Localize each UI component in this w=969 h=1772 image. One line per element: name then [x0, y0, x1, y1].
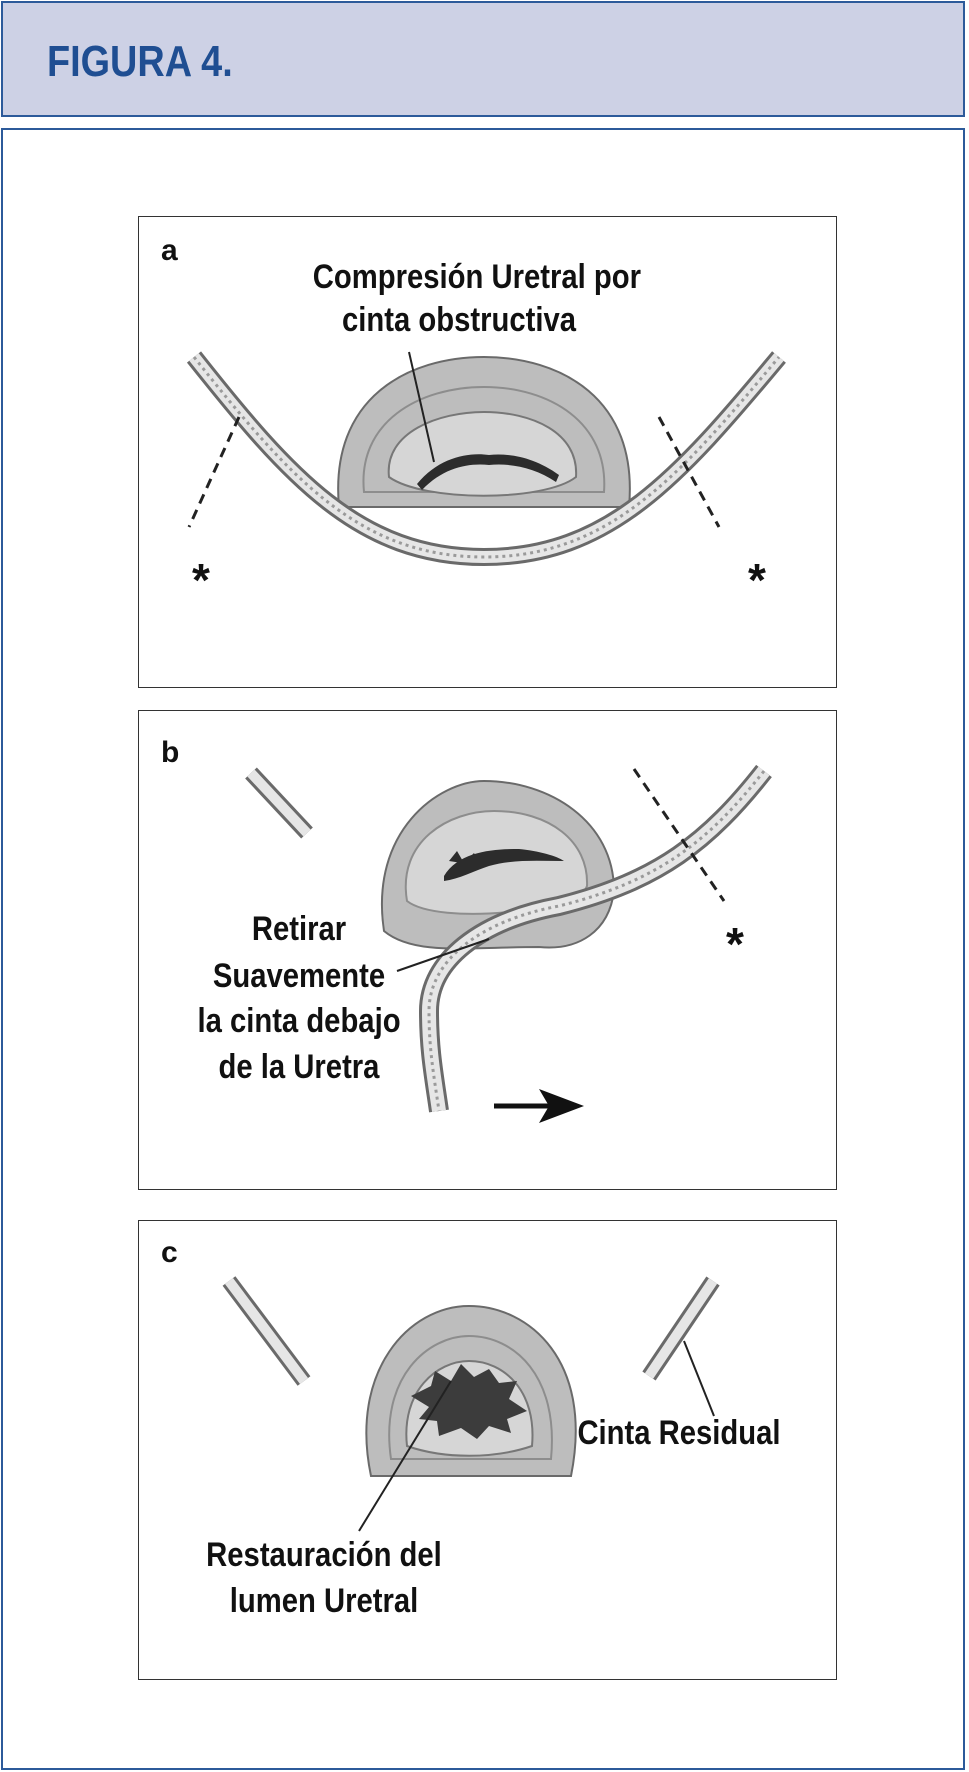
asterisk-marker: * [726, 918, 744, 970]
panel-label: a [161, 234, 178, 267]
caption-pointer [358, 1380, 452, 1532]
caption-line: la cinta debajo [197, 1002, 401, 1040]
panel-c-diagram [222, 1276, 720, 1532]
panel-label: c [161, 1236, 178, 1269]
caption-line: Suavemente [212, 957, 386, 995]
panel-a-diagram [186, 351, 786, 567]
caption-line: Compresión Uretral por [312, 258, 641, 296]
tape-stub-right [642, 1276, 720, 1381]
panel-c: c Cinta Residual Restauración del lumen … [138, 1220, 837, 1680]
cut-line-left [187, 416, 241, 528]
tape-stub-left [222, 1276, 311, 1386]
caption-line: lumen Uretral [229, 1582, 419, 1620]
urethra-cross-section [337, 355, 631, 508]
cut-line-right [632, 768, 726, 902]
restored-lumen [411, 1364, 527, 1439]
caption-pointer [396, 938, 490, 972]
residual-label: Cinta Residual [577, 1414, 781, 1452]
caption-line: de la Uretra [218, 1048, 380, 1086]
figure-title: FIGURA 4. [47, 37, 233, 86]
figure-header: FIGURA 4. [1, 1, 965, 117]
compressed-lumen [417, 454, 559, 490]
residual-pointer [683, 1340, 715, 1417]
urethra-cross-section [365, 1304, 577, 1477]
panel-b-diagram [245, 764, 772, 1123]
panel-a: a Compresión Uretral por cinta obstructi… [138, 216, 837, 688]
asterisk-marker: * [748, 554, 766, 606]
caption-line: Restauración del [206, 1536, 442, 1574]
caption-line: Retirar [251, 910, 347, 948]
figure-frame: a Compresión Uretral por cinta obstructi… [1, 128, 965, 1770]
cut-line-right [657, 416, 721, 528]
caption-line: cinta obstructiva [341, 301, 576, 339]
arrow-right-icon [494, 1089, 584, 1123]
panel-label: b [161, 736, 180, 769]
panel-b: b Retirar Suavemente la cinta debajo de … [138, 710, 837, 1190]
asterisk-marker: * [192, 554, 210, 606]
caption-pointer [408, 351, 435, 463]
tape-stub-left [245, 767, 313, 839]
